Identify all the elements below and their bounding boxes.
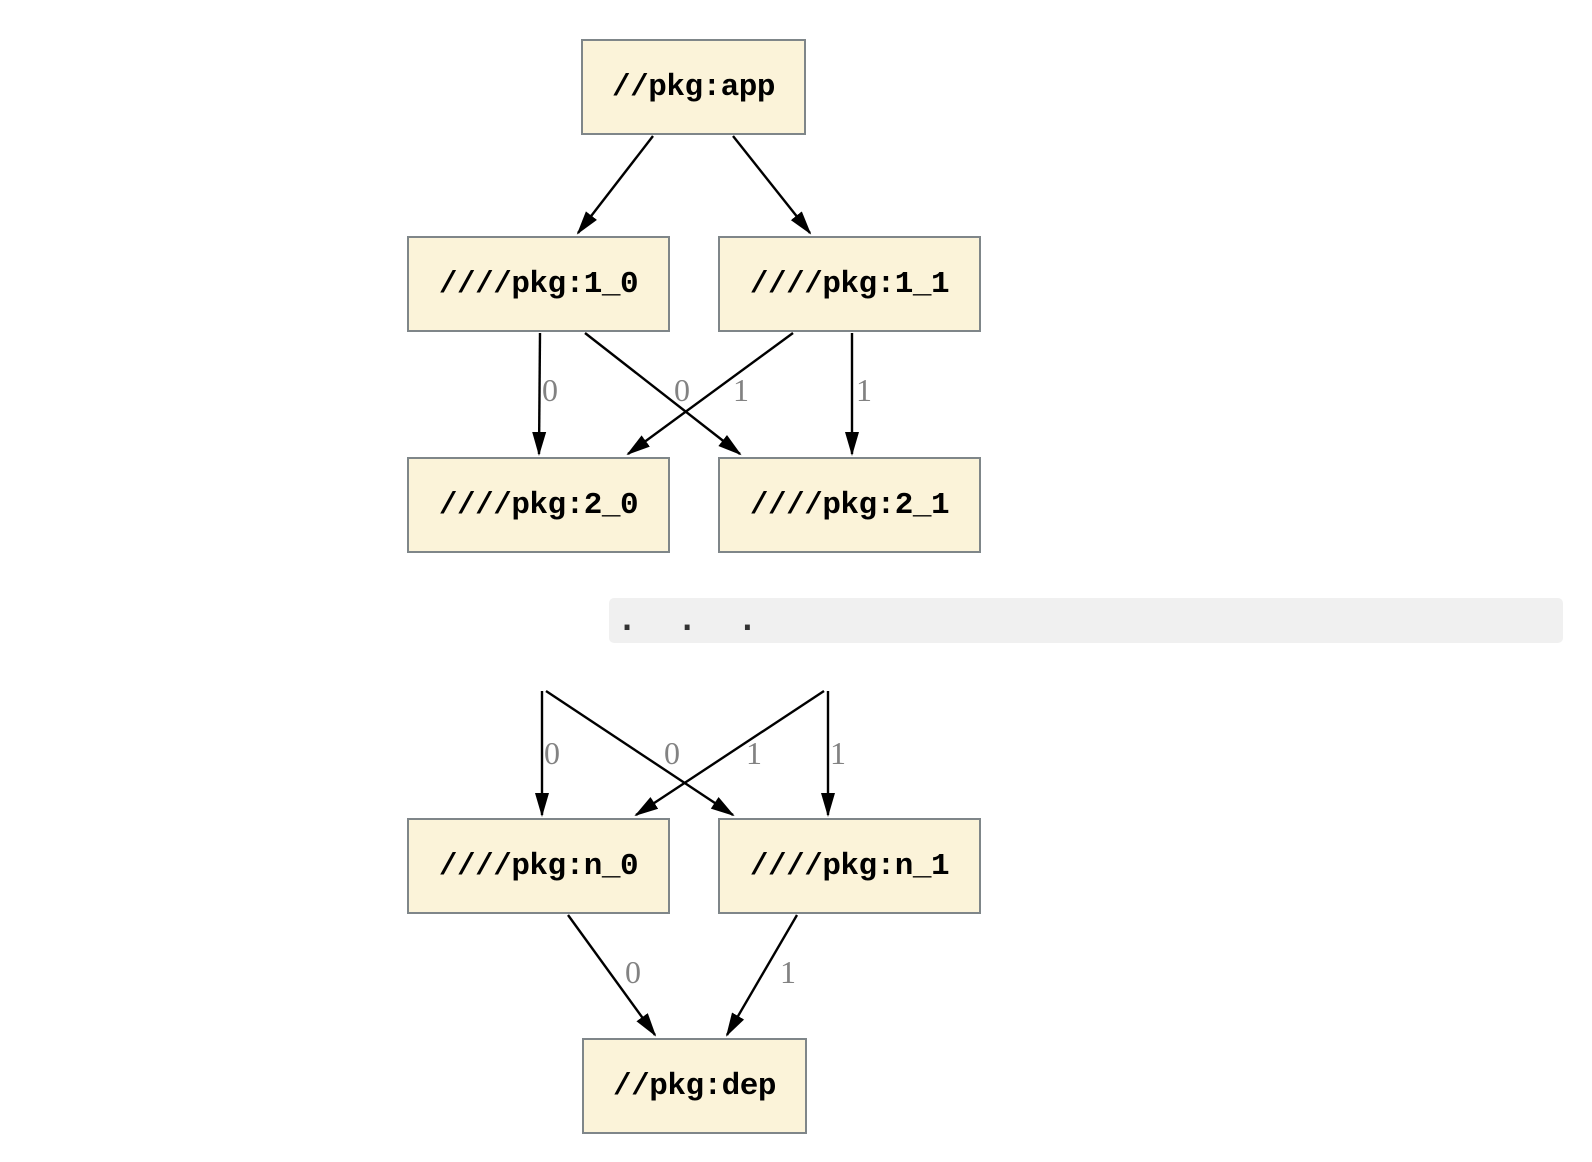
edge-label-pkgn-1-to-dep: 1 [780, 954, 796, 990]
edge-pkg1-0-to-pkg2-0 [532, 332, 547, 456]
node-pkg1-0-label: ////pkg:1_0 [438, 266, 639, 302]
node-pkgn-0-label: ////pkg:n_0 [438, 848, 639, 884]
node-pkgn-1-label: ////pkg:n_1 [749, 848, 950, 884]
edge-label-pkg1-0-to-pkg2-0: 0 [542, 372, 558, 408]
node-pkg1-1-label: ////pkg:1_1 [749, 266, 950, 302]
node-pkg2-0-label: ////pkg:2_0 [438, 487, 639, 523]
node-pkg1-1: ////pkg:1_1 [718, 236, 981, 332]
node-pkg2-1: ////pkg:2_1 [718, 457, 981, 553]
edge-label-pkg1-0-to-pkg2-1: 1 [733, 372, 749, 408]
node-pkgn-1: ////pkg:n_1 [718, 818, 981, 914]
elided-rows-band: . . . [609, 598, 1563, 643]
edge-pkgn-1-to-dep [725, 914, 799, 1037]
edge-label-pkg1-1-to-pkg2-0: 0 [674, 372, 690, 408]
node-app: //pkg:app [581, 39, 806, 135]
edge-elided-to-pkgn-1-cross [545, 689, 735, 817]
node-pkg2-1-label: ////pkg:2_1 [749, 487, 950, 523]
node-pkg1-0: ////pkg:1_0 [407, 236, 670, 332]
edge-label-elided0-to-pkgn-0: 0 [544, 735, 560, 771]
ellipsis-label: . . . [618, 603, 759, 638]
edge-app-to-pkg1-1 [732, 135, 812, 235]
edge-pkgn-0-to-dep [567, 914, 657, 1037]
edge-pkg1-1-to-pkg2-0 [626, 332, 794, 456]
edge-label-elided1-to-pkgn-1: 1 [830, 735, 846, 771]
edge-label-elided0-to-pkgn-1: 1 [746, 735, 762, 771]
node-dep-label: //pkg:dep [613, 1068, 776, 1104]
node-app-label: //pkg:app [612, 69, 775, 105]
edge-pkg1-0-to-pkg2-1 [584, 332, 742, 456]
edge-label-pkgn-0-to-dep: 0 [625, 954, 641, 990]
edge-label-elided1-to-pkgn-0: 0 [664, 735, 680, 771]
edge-app-to-pkg1-0 [576, 135, 654, 235]
node-dep: //pkg:dep [582, 1038, 807, 1134]
edge-label-pkg1-1-to-pkg2-1: 1 [856, 372, 872, 408]
node-pkg2-0: ////pkg:2_0 [407, 457, 670, 553]
node-pkgn-0: ////pkg:n_0 [407, 818, 670, 914]
edge-elided-to-pkgn-0-cross [634, 689, 825, 817]
